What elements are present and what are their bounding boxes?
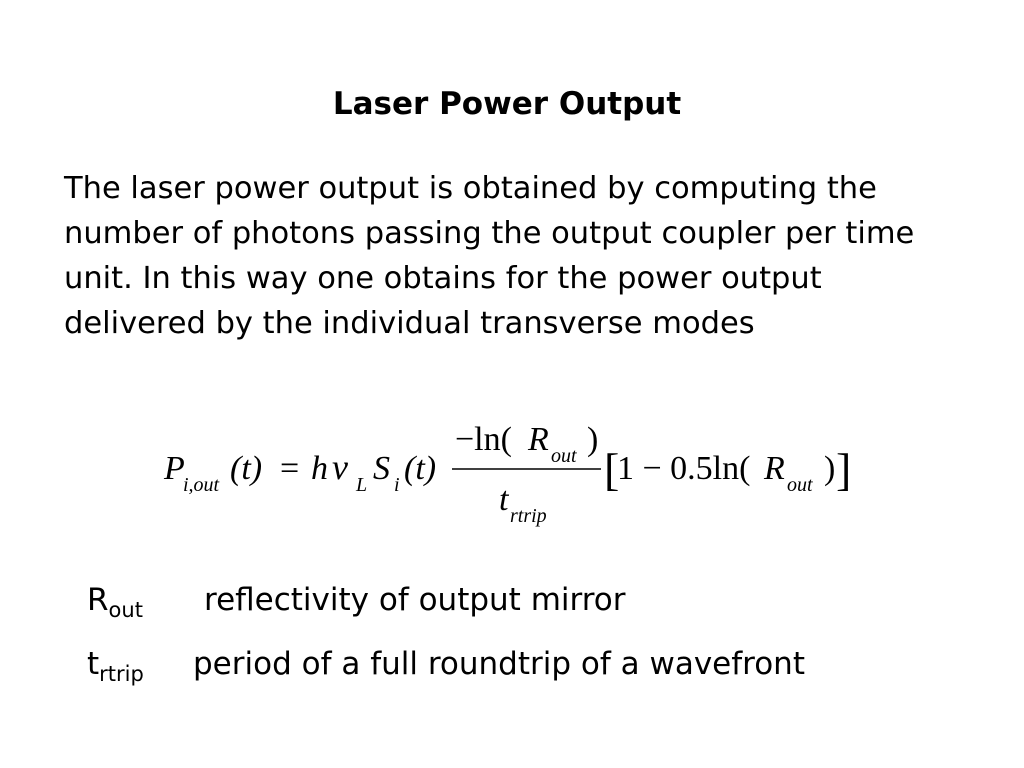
eq-numerator-suffix: ) — [587, 421, 598, 458]
eq-s-argument: (t) — [404, 450, 436, 487]
eq-denominator-subscript: rtrip — [510, 505, 547, 527]
eq-equals: = — [280, 450, 299, 487]
eq-p-symbol: P — [163, 450, 185, 487]
eq-s: S — [373, 450, 390, 487]
eq-numerator-r: R — [527, 421, 549, 458]
definition-symbol-base: t — [87, 646, 100, 682]
body-paragraph: The laser power output is obtained by co… — [64, 171, 915, 341]
slide-title: Laser Power Output — [332, 86, 682, 122]
eq-bracket-close-paren: ) — [824, 450, 835, 487]
definition-symbol-subscript: out — [108, 598, 143, 622]
eq-bracket-close: ] — [836, 444, 851, 495]
definition-description: period of a full roundtrip of a wavefron… — [193, 646, 805, 682]
eq-nu-subscript: L — [355, 474, 367, 496]
definition-symbol: Rout — [87, 580, 143, 622]
eq-bracket-content: 1 − 0.5ln( — [617, 450, 750, 487]
definition-description: reflectivity of output mirror — [204, 582, 626, 618]
eq-bracket-r-subscript: out — [787, 474, 813, 496]
eq-numerator-r-subscript: out — [551, 445, 577, 467]
definition-symbol-subscript: rtrip — [99, 662, 144, 686]
eq-p-subscript: i,out — [183, 474, 220, 496]
eq-s-subscript: i — [394, 474, 400, 496]
eq-p-argument: (t) — [230, 450, 262, 487]
definition-symbol: trtrip — [87, 644, 144, 686]
eq-bracket-open: [ — [604, 444, 619, 495]
eq-bracket-r: R — [763, 450, 785, 487]
definition-row-rout: Rout reflectivity of output mirror — [87, 580, 625, 622]
eq-numerator-prefix: −ln( — [455, 421, 512, 458]
eq-denominator-t: t — [499, 481, 510, 518]
definition-row-trtrip: trtrip period of a full roundtrip of a w… — [87, 644, 805, 686]
eq-h: h — [311, 450, 328, 487]
definition-symbol-base: R — [87, 582, 109, 618]
eq-nu: ν — [332, 447, 348, 487]
